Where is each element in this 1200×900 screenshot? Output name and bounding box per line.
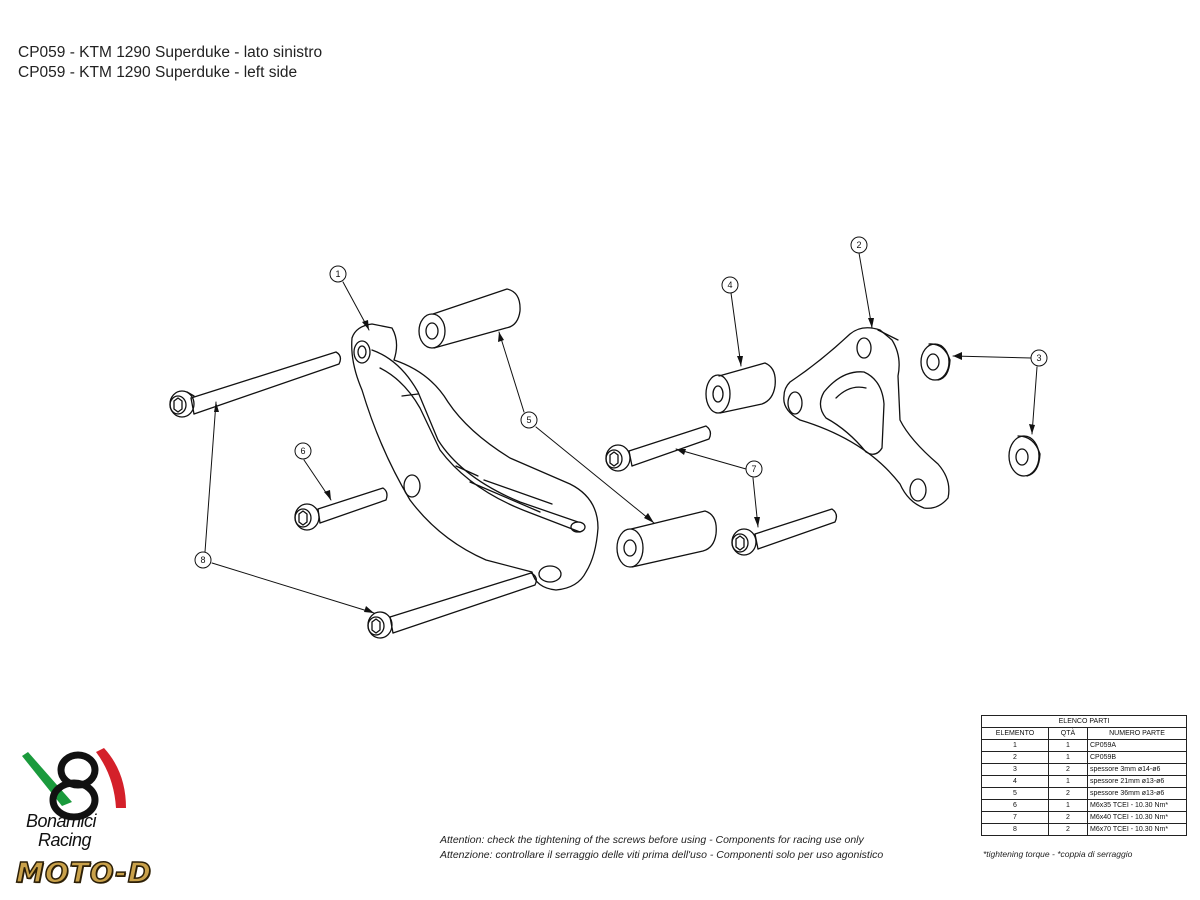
table-row: 7 2 M6x40 TCEI - 10.30 Nm* xyxy=(981,811,1187,824)
cell-qta: 1 xyxy=(1048,799,1088,812)
notice-english: Attention: check the tightening of the s… xyxy=(440,834,864,846)
bracket-cp059a xyxy=(351,323,599,591)
parts-list-table: ELENCO PARTI ELEMENTO QTÀ NUMERO PARTE 1… xyxy=(981,715,1187,836)
exploded-assembly-drawing: 1 2 3 4 5 6 7 8 xyxy=(169,236,1048,639)
svg-text:5: 5 xyxy=(526,415,531,425)
washer-3mm-lower xyxy=(1008,435,1041,477)
brand-name-line1: Bonamici xyxy=(26,811,97,831)
table-row: 5 2 spessore 36mm ø13-ø6 xyxy=(981,787,1187,800)
column-header-elemento: ELEMENTO xyxy=(981,727,1049,740)
bracket-cp059b xyxy=(783,327,950,509)
callout-5: 5 xyxy=(520,411,538,429)
torque-footnote: *tightening torque - *coppia di serraggi… xyxy=(983,849,1133,859)
safety-notice: Attention: check the tightening of the s… xyxy=(440,833,883,863)
brand-name-line2: Racing xyxy=(38,830,92,850)
bolt-m6x70-lower xyxy=(367,572,537,639)
cell-numero-parte: CP059B xyxy=(1087,751,1187,764)
callout-balloons: 1 2 3 4 5 6 7 8 xyxy=(194,236,1048,569)
cell-qta: 1 xyxy=(1048,739,1088,752)
cell-elemento: 6 xyxy=(981,799,1049,812)
svg-text:6: 6 xyxy=(300,446,305,456)
callout-8: 8 xyxy=(194,551,212,569)
cell-qta: 2 xyxy=(1048,823,1088,836)
bolt-m6x35 xyxy=(294,487,388,531)
svg-text:7: 7 xyxy=(751,464,756,474)
callout-3: 3 xyxy=(1030,349,1048,367)
callout-7: 7 xyxy=(745,460,763,478)
callout-6: 6 xyxy=(294,442,312,460)
cell-numero-parte: M6x40 TCEI - 10.30 Nm* xyxy=(1087,811,1187,824)
spacer-21mm xyxy=(705,362,776,414)
cell-elemento: 2 xyxy=(981,751,1049,764)
cell-numero-parte: spessore 3mm ø14-ø6 xyxy=(1087,763,1187,776)
cell-qta: 1 xyxy=(1048,751,1088,764)
column-header-numero-parte: NUMERO PARTE xyxy=(1087,727,1187,740)
spacer-36mm-lower xyxy=(616,510,717,568)
callout-2: 2 xyxy=(850,236,868,254)
table-row: 3 2 spessore 3mm ø14-ø6 xyxy=(981,763,1187,776)
svg-text:1: 1 xyxy=(335,269,340,279)
callout-4: 4 xyxy=(721,276,739,294)
title-italian: CP059 - KTM 1290 Superduke - lato sinist… xyxy=(18,44,323,61)
table-row: 4 1 spessore 21mm ø13-ø6 xyxy=(981,775,1187,788)
table-row: 8 2 M6x70 TCEI - 10.30 Nm* xyxy=(981,823,1187,836)
cell-numero-parte: spessore 21mm ø13-ø6 xyxy=(1087,775,1187,788)
svg-text:4: 4 xyxy=(727,280,732,290)
svg-text:8: 8 xyxy=(200,555,205,565)
title-english: CP059 - KTM 1290 Superduke - left side xyxy=(18,64,298,81)
bolt-m6x70-upper xyxy=(169,351,342,418)
moto-d-logo: MOTO-D xyxy=(15,855,152,890)
table-row: 1 1 CP059A xyxy=(981,739,1187,752)
cell-numero-parte: spessore 36mm ø13-ø6 xyxy=(1087,787,1187,800)
leader-arrowheads xyxy=(214,318,1035,613)
brand-wordmark: Bonamici Racing xyxy=(26,811,97,850)
callout-1: 1 xyxy=(329,265,347,283)
bolt-m6x40-lower xyxy=(731,508,838,556)
svg-text:3: 3 xyxy=(1036,353,1041,363)
table-row: 6 1 M6x35 TCEI - 10.30 Nm* xyxy=(981,799,1187,812)
leader-lines xyxy=(204,252,1038,614)
cell-elemento: 5 xyxy=(981,787,1049,800)
cell-elemento: 1 xyxy=(981,739,1049,752)
cell-elemento: 8 xyxy=(981,823,1049,836)
cell-qta: 2 xyxy=(1048,787,1088,800)
cell-elemento: 4 xyxy=(981,775,1049,788)
table-row: 2 1 CP059B xyxy=(981,751,1187,764)
drawing-title-block: CP059 - KTM 1290 Superduke - lato sinist… xyxy=(18,43,322,83)
cell-numero-parte: M6x70 TCEI - 10.30 Nm* xyxy=(1087,823,1187,836)
column-header-qta: QTÀ xyxy=(1048,727,1088,740)
bolt-m6x40-upper xyxy=(605,425,712,472)
washer-3mm-upper xyxy=(920,343,951,381)
cell-numero-parte: M6x35 TCEI - 10.30 Nm* xyxy=(1087,799,1187,812)
spacer-36mm-upper xyxy=(418,288,521,349)
cell-qta: 2 xyxy=(1048,763,1088,776)
bonamici-logo-icon xyxy=(22,748,126,821)
parts-list-caption: ELENCO PARTI xyxy=(981,715,1187,728)
cell-elemento: 7 xyxy=(981,811,1049,824)
notice-italian: Attenzione: controllare il serraggio del… xyxy=(440,849,884,861)
cell-qta: 1 xyxy=(1048,775,1088,788)
cell-numero-parte: CP059A xyxy=(1087,739,1187,752)
cell-qta: 2 xyxy=(1048,811,1088,824)
svg-text:2: 2 xyxy=(856,240,861,250)
cell-elemento: 3 xyxy=(981,763,1049,776)
